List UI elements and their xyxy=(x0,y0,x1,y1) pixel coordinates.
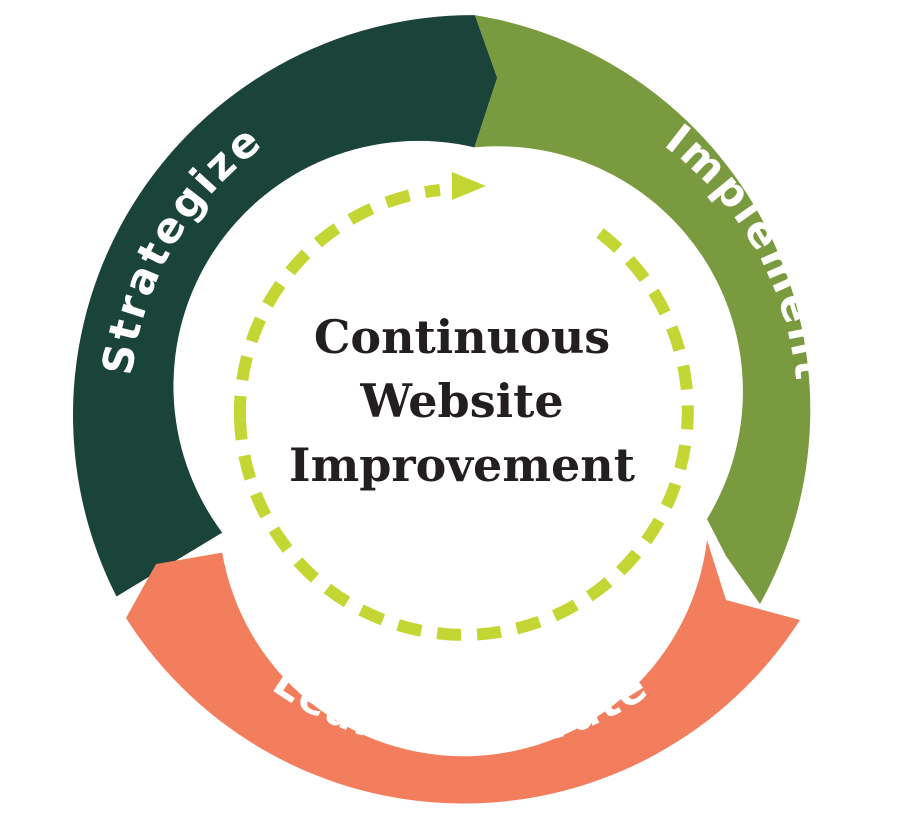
center-title: Continuous Website Improvement xyxy=(262,305,662,497)
arrow-icon xyxy=(452,172,486,200)
center-title-line: Website xyxy=(360,374,564,428)
dashed-loop-top xyxy=(233,184,441,421)
center-title-line: Continuous xyxy=(313,310,611,364)
segment-implement xyxy=(474,15,811,605)
segment-learn-iterate xyxy=(126,540,800,804)
center-title-line: Improvement xyxy=(289,438,635,492)
dashed-loop-main xyxy=(234,228,694,641)
segment-strategize xyxy=(73,15,498,597)
